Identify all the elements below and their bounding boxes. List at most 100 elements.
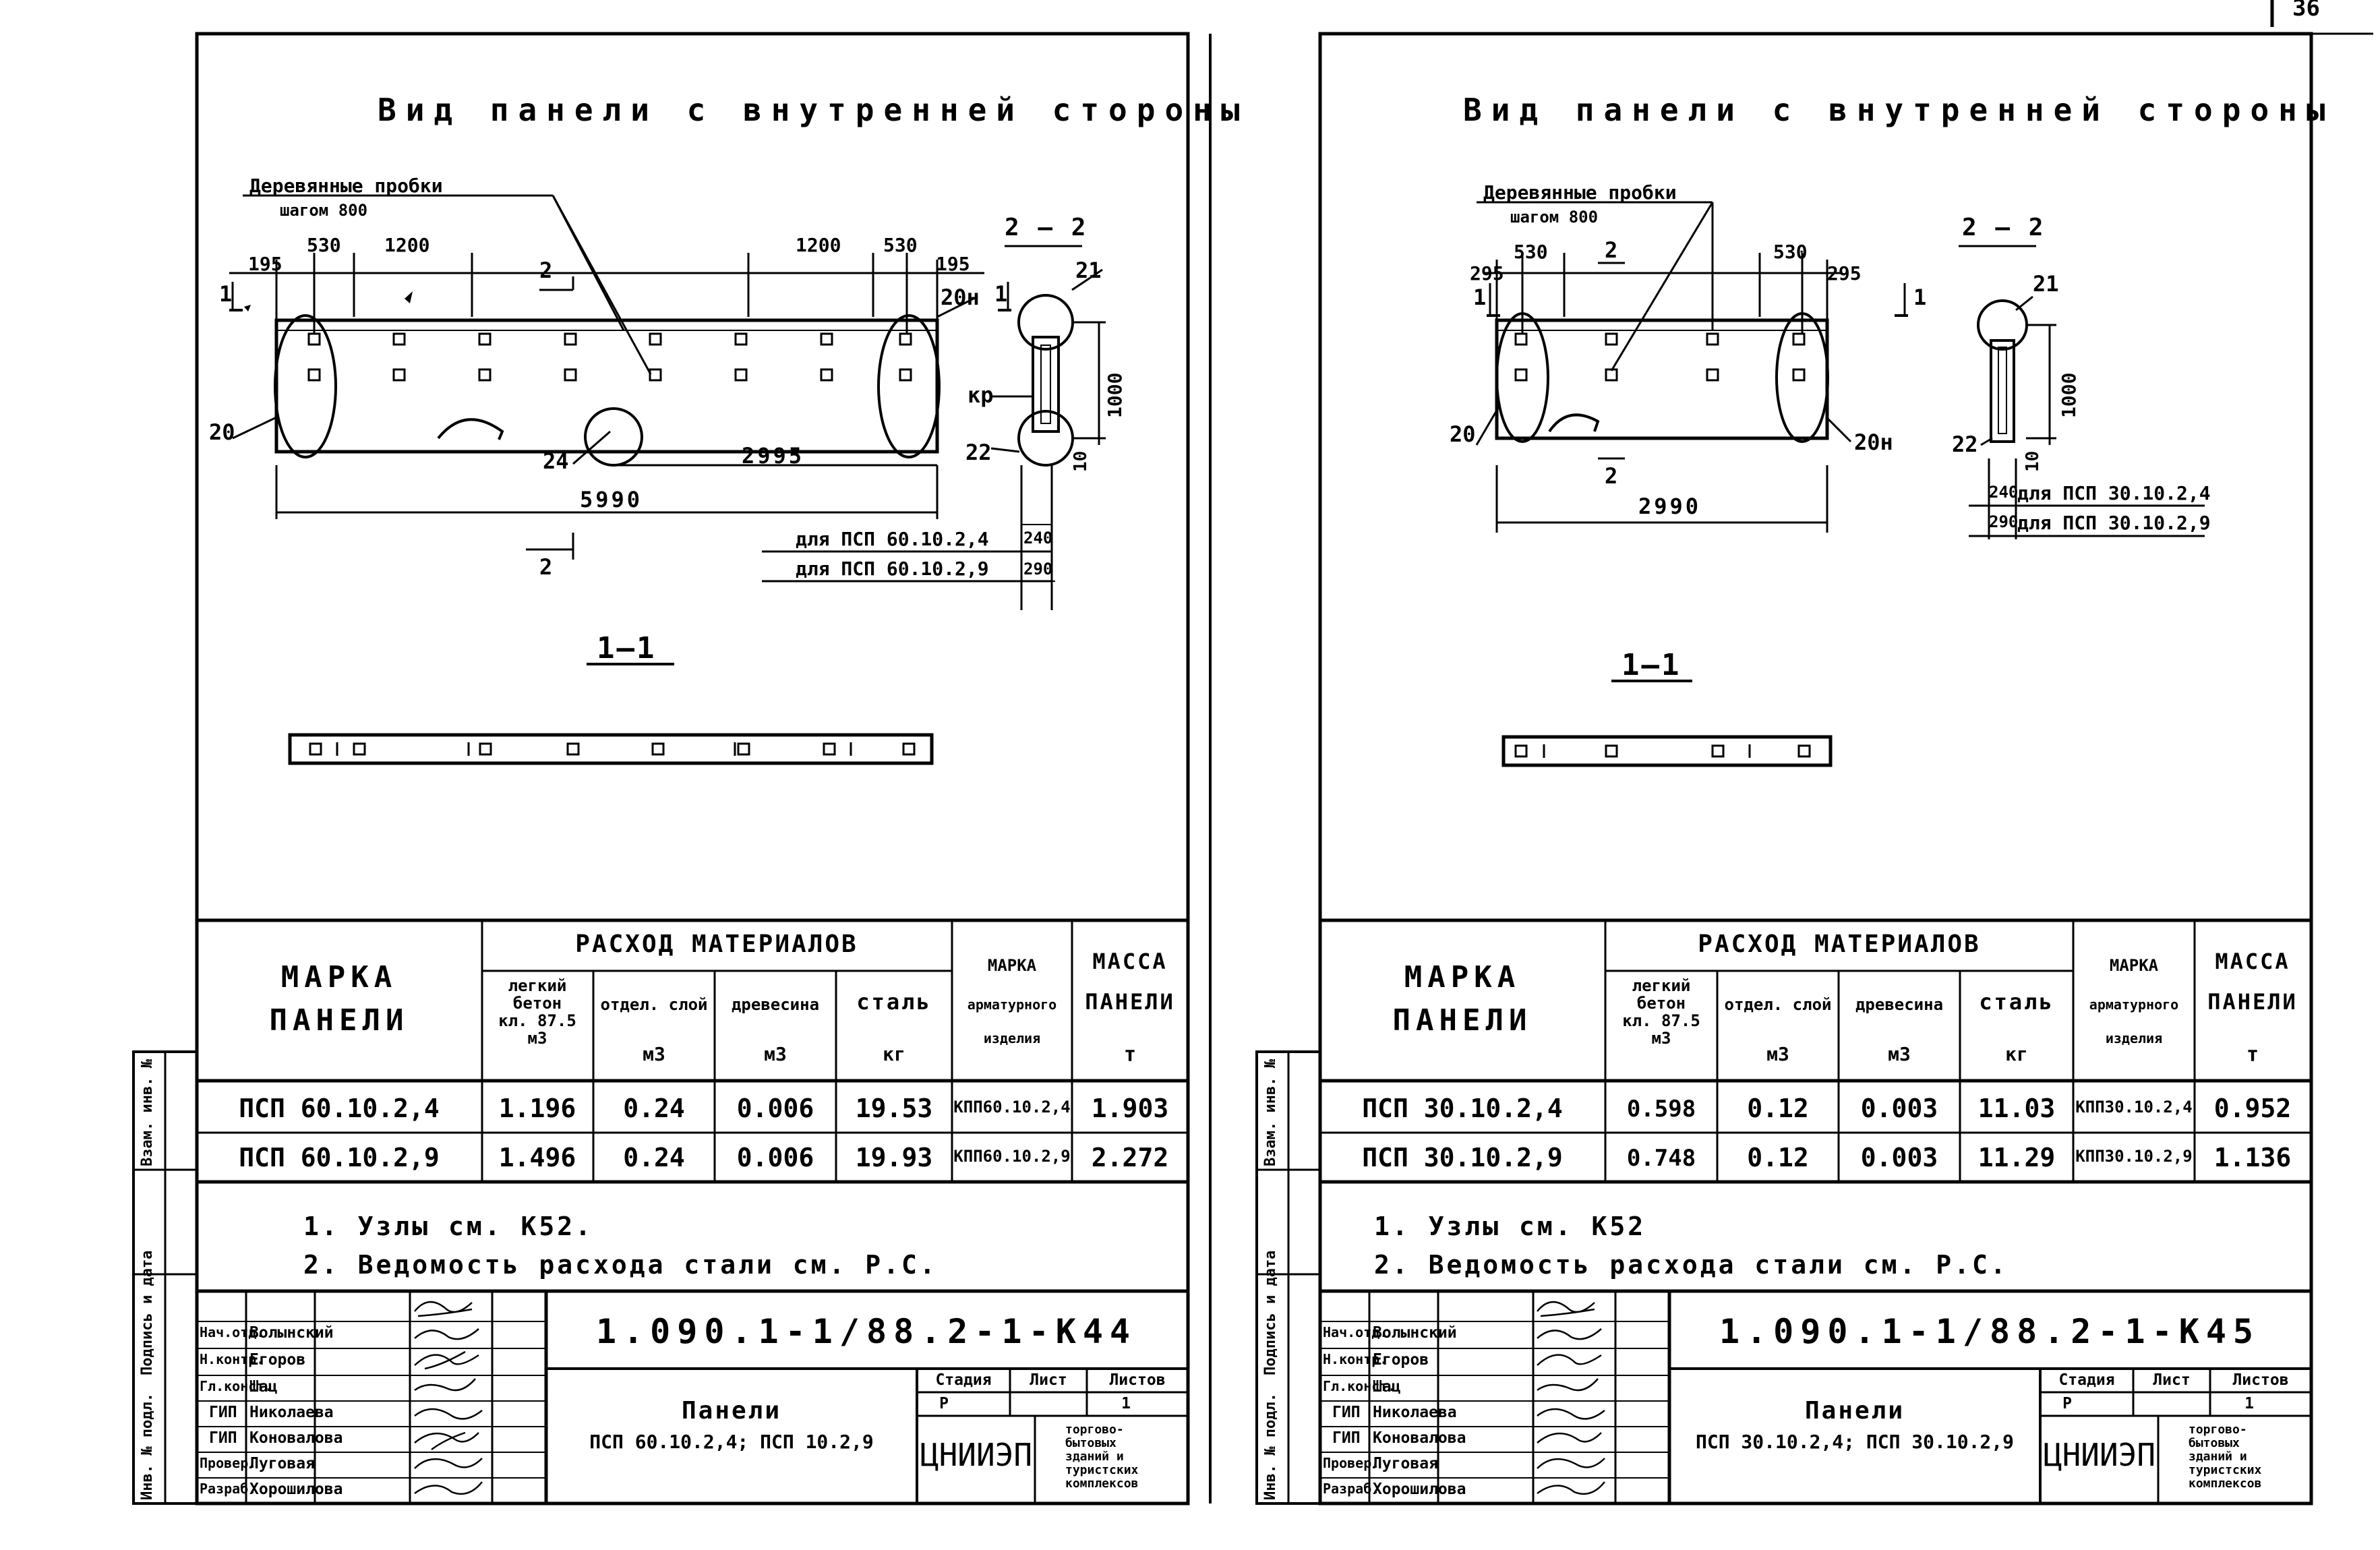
col-steel: сталь xyxy=(856,989,932,1015)
side-label-inv-podl: Инв. № подл. xyxy=(1262,1393,1279,1500)
table-row-2-mark: ПСП 30.10.2,9 xyxy=(1362,1143,1563,1172)
callout-step: шагом 800 xyxy=(280,201,368,220)
col-concrete-l2: бетон xyxy=(512,994,562,1013)
col-rebar-l1: МАРКА xyxy=(987,956,1037,975)
dim-295-left: 295 xyxy=(1470,262,1504,285)
thick-240: 240 xyxy=(1989,483,2019,502)
role-3: Гл.конст. xyxy=(200,1378,273,1394)
stage-value: Р xyxy=(939,1395,949,1412)
person-2: Егоров xyxy=(1373,1351,1429,1369)
org-desc-3: зданий и xyxy=(2189,1450,2247,1464)
table-row-1-mark: ПСП 60.10.2,4 xyxy=(239,1094,440,1123)
person-1: Волынский xyxy=(249,1324,334,1342)
col-layer: отдел. слой xyxy=(1724,995,1832,1014)
table-row-2-mass: 1.136 xyxy=(2213,1143,2292,1172)
mark-22: 22 xyxy=(1952,431,1978,457)
side-label-vzam-inv: Взам. инв. № xyxy=(139,1059,156,1166)
org-desc-4: туристских xyxy=(2189,1463,2262,1477)
drawing-sheet-k44: Вид панели с внутренней стороны Деревянн… xyxy=(0,0,1240,1550)
table-row-1-rebar: КПП60.10.2,4 xyxy=(953,1098,1071,1116)
table-row-1-rebar: КПП30.10.2,4 xyxy=(2075,1098,2193,1116)
sheets-header: Листов xyxy=(1109,1371,1166,1389)
side-label-vzam-inv: Взам. инв. № xyxy=(1262,1059,1279,1166)
unit-wood: м3 xyxy=(764,1043,787,1065)
dim-1000: 1000 xyxy=(1104,372,1126,418)
dim-530-left: 530 xyxy=(1514,241,1548,263)
table-row-2-rebar: КПП60.10.2,9 xyxy=(953,1147,1071,1166)
for-psp-2-9: для ПСП 30.10.2,9 xyxy=(2017,512,2211,534)
person-6: Луговая xyxy=(249,1455,315,1472)
table-header-mark-line1: МАРКА xyxy=(1404,960,1521,994)
person-5: Коновалова xyxy=(249,1429,343,1447)
callout-step: шагом 800 xyxy=(1510,208,1599,227)
col-concrete-l1: легкий xyxy=(508,976,567,995)
unit-concrete: м3 xyxy=(527,1029,547,1048)
dim-530-left: 530 xyxy=(307,234,341,256)
unit-layer: м3 xyxy=(643,1043,665,1065)
col-rebar-l3: изделия xyxy=(2105,1030,2163,1046)
sheets-value: 1 xyxy=(1121,1395,1131,1412)
table-row-2-layer: 0.12 xyxy=(1747,1143,1809,1172)
person-3: Шац xyxy=(249,1378,278,1396)
table-header-materials: РАСХОД МАТЕРИАЛОВ xyxy=(575,930,858,958)
section-mark-1-left: 1 xyxy=(1473,285,1487,310)
org-name: ЦНИИЭП xyxy=(2043,1437,2156,1473)
mark-21: 21 xyxy=(1075,258,1102,283)
dim-5990: 5990 xyxy=(580,487,643,512)
callout-wood-plugs: Деревянные пробки xyxy=(249,175,443,197)
role-6: Провер. xyxy=(200,1455,257,1471)
section-mark-2-bottom: 2 xyxy=(539,554,553,580)
table-row-1-steel: 11.03 xyxy=(1977,1094,2056,1123)
col-wood: древесина xyxy=(1855,995,1944,1014)
org-desc-5: комплексов xyxy=(1065,1477,1139,1491)
doc-name: Панели xyxy=(681,1397,782,1425)
sheet-k44-linework xyxy=(132,32,1212,1506)
person-2: Егоров xyxy=(249,1351,306,1369)
role-5: ГИП xyxy=(209,1429,237,1447)
role-4: ГИП xyxy=(209,1404,237,1421)
org-desc-1: торгово- xyxy=(1065,1423,1124,1437)
section-1-1-label: 1—1 xyxy=(597,631,657,665)
table-row-1-mass: 0.952 xyxy=(2213,1094,2292,1123)
role-1: Нач.отд. xyxy=(1323,1324,1388,1340)
role-4: ГИП xyxy=(1332,1404,1361,1421)
table-row-2-wood: 0.006 xyxy=(736,1143,814,1172)
mark-20n: 20н xyxy=(941,285,980,310)
stage-value: Р xyxy=(2062,1395,2072,1412)
sheets-header: Листов xyxy=(2232,1371,2289,1389)
dim-10: 10 xyxy=(2023,450,2043,472)
col-steel: сталь xyxy=(1979,989,2054,1015)
note-1: 1. Узлы см. К52 xyxy=(1374,1212,1646,1241)
table-row-1-layer: 0.12 xyxy=(1747,1094,1809,1123)
for-psp-2-4: для ПСП 30.10.2,4 xyxy=(2017,482,2211,504)
org-desc-2: бытовых xyxy=(1065,1436,1117,1450)
thick-290: 290 xyxy=(1023,560,1053,578)
person-4: Николаева xyxy=(249,1404,334,1421)
col-concrete-l1: легкий xyxy=(1632,976,1691,995)
table-header-materials: РАСХОД МАТЕРИАЛОВ xyxy=(1698,930,1981,958)
table-row-1-mass: 1.903 xyxy=(1091,1094,1169,1123)
page-number: 36 xyxy=(2292,0,2320,22)
person-4: Николаева xyxy=(1373,1404,1457,1421)
role-1: Нач.отд. xyxy=(200,1324,265,1340)
person-5: Коновалова xyxy=(1373,1429,1466,1447)
stage-header: Стадия xyxy=(2058,1371,2115,1389)
thick-290: 290 xyxy=(1989,512,2019,531)
thick-240: 240 xyxy=(1023,529,1053,547)
unit-steel: кг xyxy=(883,1043,905,1065)
col-rebar-l1: МАРКА xyxy=(2109,956,2159,975)
mark-kr: кр xyxy=(968,382,994,408)
person-3: Шац xyxy=(1373,1378,1401,1396)
table-row-1-wood: 0.003 xyxy=(1860,1094,1938,1123)
dim-2990: 2990 xyxy=(1638,494,1702,519)
doc-code: 1.090.1-1/88.2-1-К45 xyxy=(1719,1312,2261,1351)
section-1-1-label: 1—1 xyxy=(1622,648,1682,682)
dim-10: 10 xyxy=(1071,450,1091,472)
col-rebar-l2: арматурного xyxy=(967,996,1057,1013)
dim-195-right: 195 xyxy=(936,253,970,275)
col-mass-l2: ПАНЕЛИ xyxy=(2207,989,2298,1015)
doc-name: Панели xyxy=(1804,1397,1905,1425)
view-title: Вид панели с внутренней стороны xyxy=(378,92,1249,128)
dim-1000: 1000 xyxy=(2058,372,2080,418)
role-2: Н.контр. xyxy=(1323,1351,1388,1367)
